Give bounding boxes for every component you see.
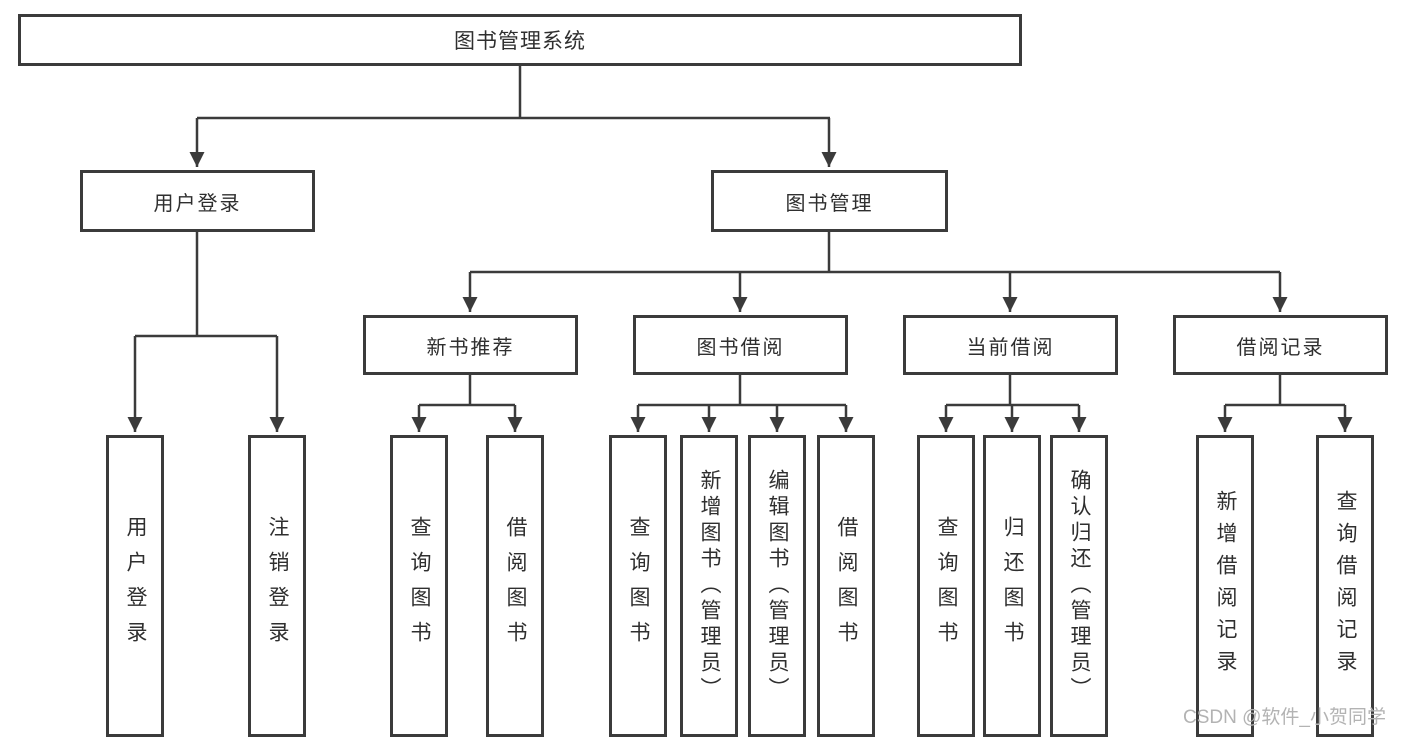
node-current-borrow: 当前借阅 bbox=[903, 315, 1118, 375]
node-book-management: 图书管理 bbox=[711, 170, 948, 232]
leaf-query-books-3: 查询图书 bbox=[917, 435, 975, 737]
leaf-edit-books-admin: 编辑图书（管理员） bbox=[748, 435, 806, 737]
leaf-confirm-return-admin: 确认归还（管理员） bbox=[1050, 435, 1108, 737]
node-library-management-system: 图书管理系统 bbox=[18, 14, 1022, 66]
leaf-logout: 注销登录 bbox=[248, 435, 306, 737]
leaf-query-books: 查询图书 bbox=[390, 435, 448, 737]
leaf-borrow-books: 借阅图书 bbox=[486, 435, 544, 737]
node-book-borrow: 图书借阅 bbox=[633, 315, 848, 375]
leaf-add-borrow-record: 新增借阅记录 bbox=[1196, 435, 1254, 737]
leaf-query-books-2: 查询图书 bbox=[609, 435, 667, 737]
leaf-query-borrow-record: 查询借阅记录 bbox=[1316, 435, 1374, 737]
leaf-return-books: 归还图书 bbox=[983, 435, 1041, 737]
node-user-login: 用户登录 bbox=[80, 170, 315, 232]
node-borrow-record: 借阅记录 bbox=[1173, 315, 1388, 375]
node-new-book-recommend: 新书推荐 bbox=[363, 315, 578, 375]
leaf-user-login: 用户登录 bbox=[106, 435, 164, 737]
leaf-borrow-books-2: 借阅图书 bbox=[817, 435, 875, 737]
csdn-watermark: CSDN @软件_小贺同学 bbox=[1183, 707, 1386, 728]
leaf-add-books-admin: 新增图书（管理员） bbox=[680, 435, 738, 737]
